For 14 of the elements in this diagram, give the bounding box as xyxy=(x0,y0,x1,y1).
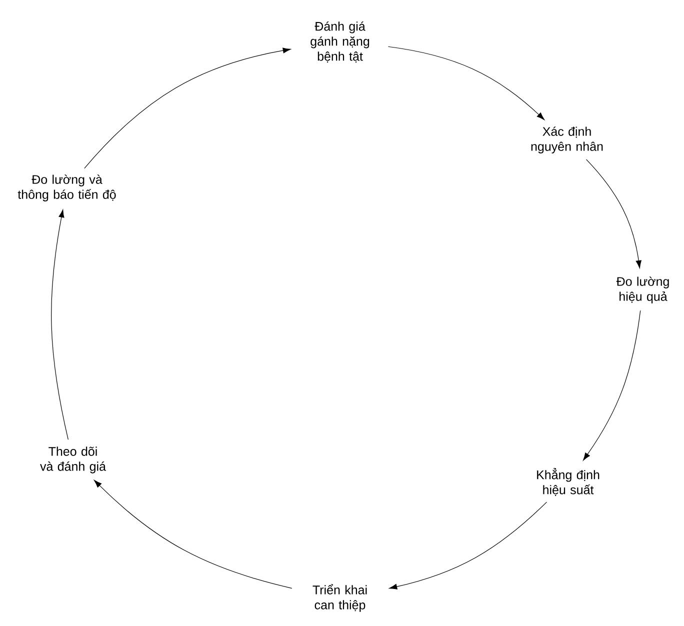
arrow xyxy=(388,46,545,120)
step-label: Theo dõi và đánh giá xyxy=(40,446,106,474)
arrow xyxy=(586,159,642,268)
step-label: Xác định nguyên nhân xyxy=(531,126,603,154)
step-label: Đo lường và thông báo tiến độ xyxy=(18,174,116,202)
step-label: Triển khai can thiệp xyxy=(312,584,367,612)
step-label: Khẳng định hiệu suất xyxy=(537,468,600,496)
step-label: Đo lường hiệu quả xyxy=(616,276,669,304)
arrow xyxy=(51,210,68,440)
arrow xyxy=(84,48,291,169)
step-label: Đánh giá gánh nặng bệnh tật xyxy=(310,21,370,63)
arrow xyxy=(94,480,292,589)
arrow xyxy=(389,502,547,590)
arrow xyxy=(583,310,641,461)
